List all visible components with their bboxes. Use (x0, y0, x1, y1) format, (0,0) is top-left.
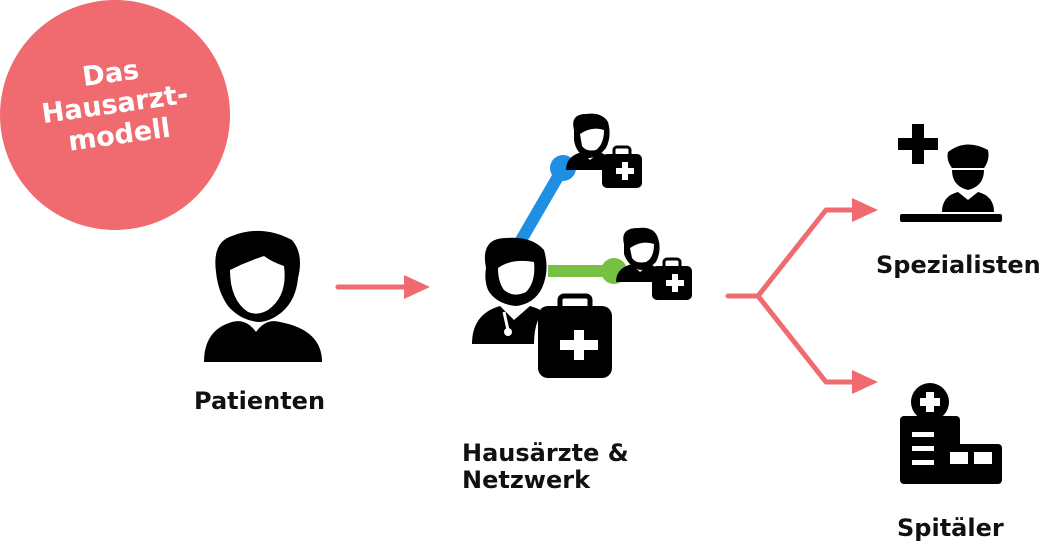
specialist-icon (898, 124, 1002, 222)
specialists-label: Spezialisten (876, 251, 1041, 279)
patient-face (230, 256, 285, 314)
patients-label: Patienten (194, 387, 326, 415)
arrow-patient-to-gp-head (404, 275, 430, 299)
gp-network-label-line1: Hausärzte & (462, 439, 629, 467)
gp-doctor-icon (472, 237, 612, 378)
hospitals-label: Spitäler (897, 514, 1004, 542)
gp-network-label-line2: Netzwerk (462, 466, 591, 494)
network-link-green (548, 258, 627, 284)
arrow-gp-branch (725, 207, 861, 385)
network-doctor-icon-middle (616, 227, 692, 300)
title-badge: Das Hausarzt- modell (0, 0, 230, 230)
arrow-to-hospitals-head (852, 370, 878, 394)
hospital-icon (900, 383, 1002, 484)
network-doctor-icon-top (566, 113, 642, 188)
arrow-to-specialists-head (852, 198, 878, 222)
